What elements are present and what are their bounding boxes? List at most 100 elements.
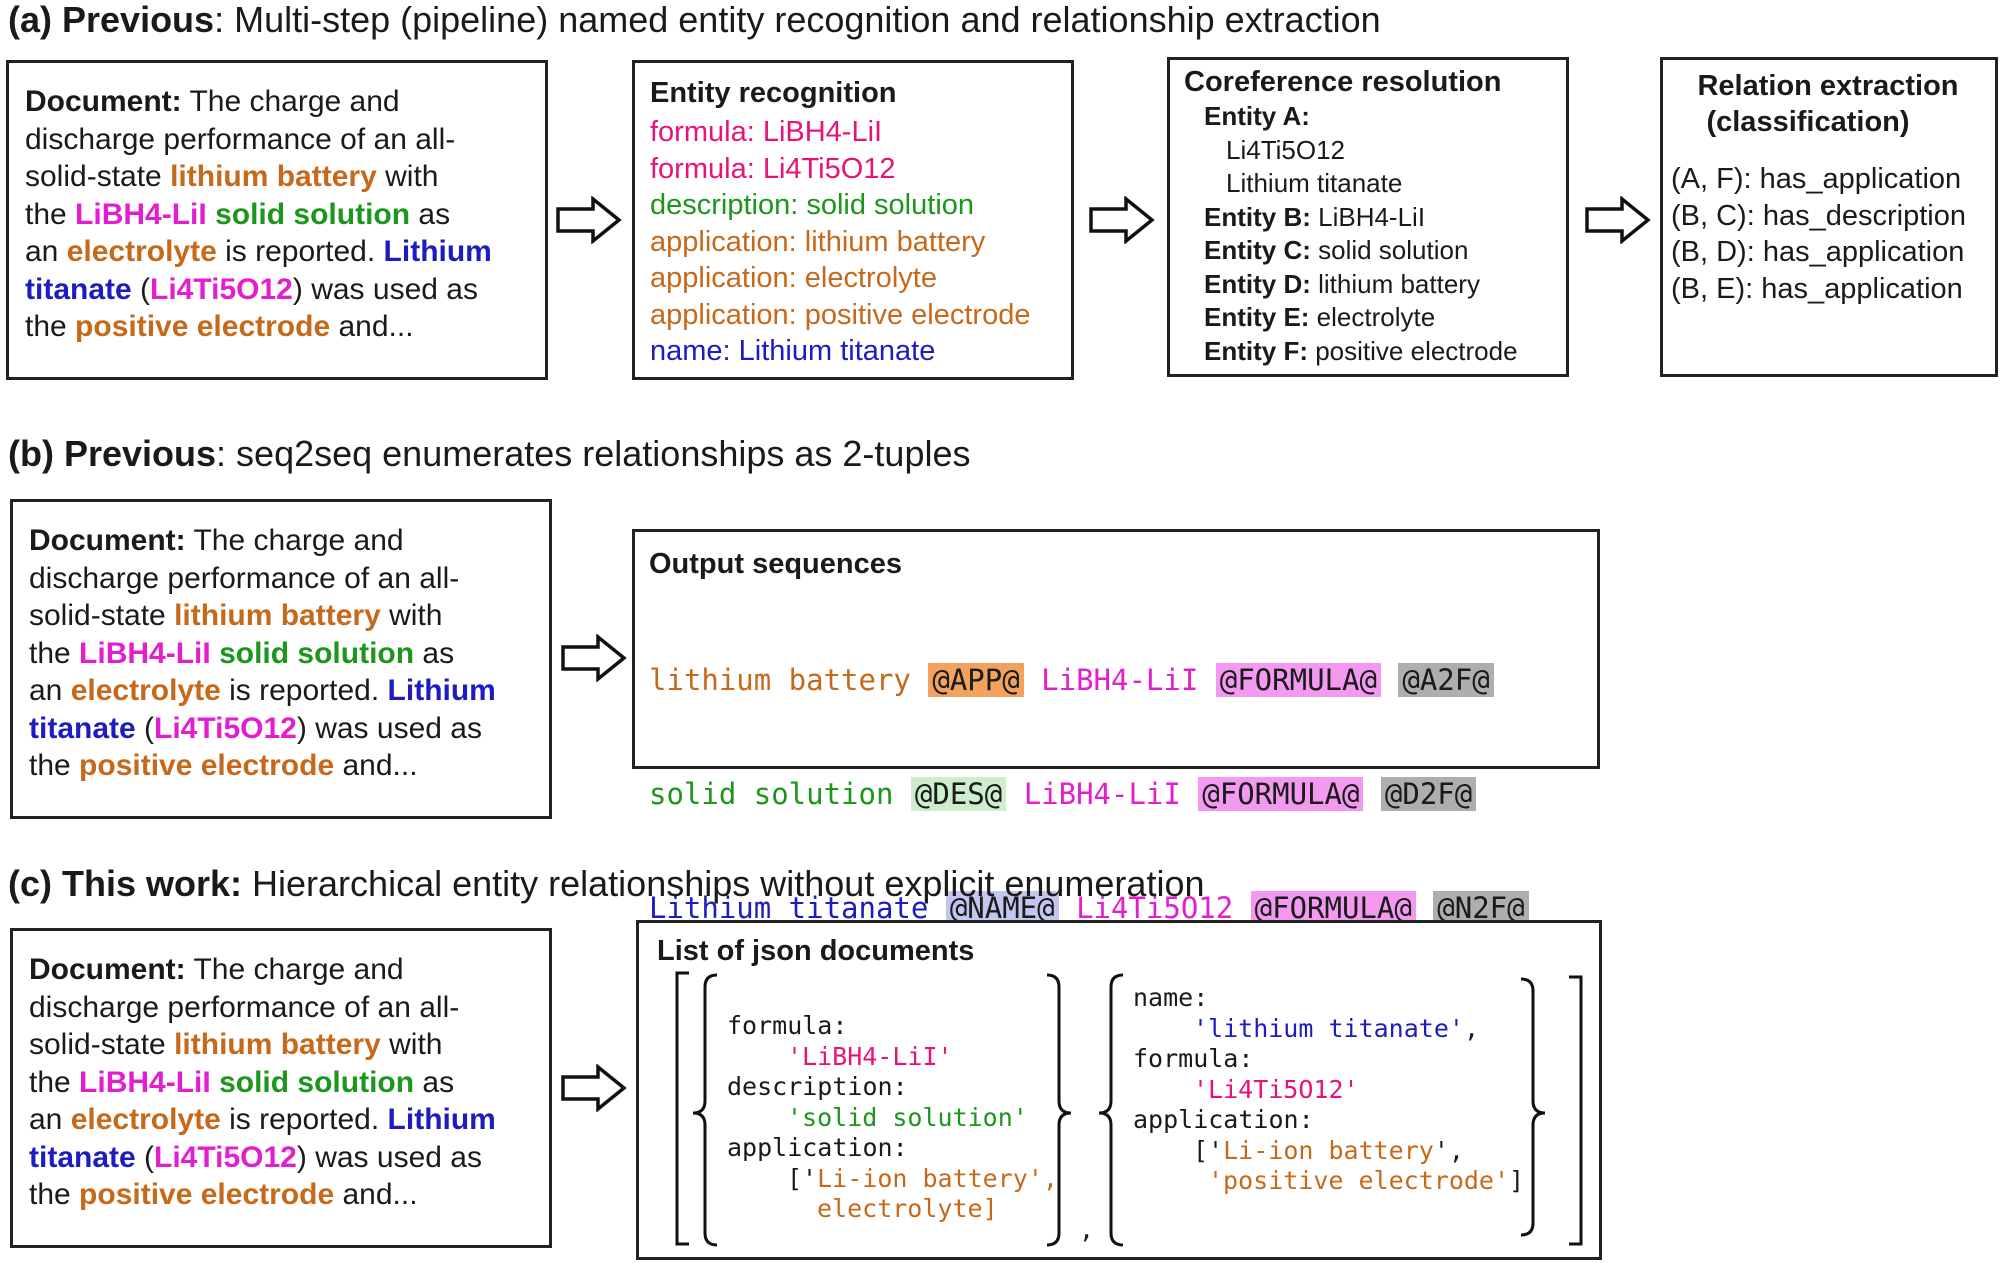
relation-item: (B, C): has_description bbox=[1671, 199, 1966, 232]
ner-item: formula: LiBH4-LiI bbox=[650, 116, 883, 148]
doc-text: an bbox=[25, 235, 67, 268]
json-value-application: Li-ion battery bbox=[817, 1163, 1028, 1193]
json-list-comma: , bbox=[1079, 1215, 1095, 1244]
entity-formula: Li4Ti5O12 bbox=[154, 1140, 297, 1174]
doc-text: the bbox=[29, 636, 80, 670]
doc-text: is reported. bbox=[220, 674, 388, 707]
seq-entity: Li4Ti5O12 bbox=[1076, 891, 1234, 925]
entity-name: titanate bbox=[29, 1140, 136, 1174]
doc-text: the bbox=[29, 1065, 80, 1099]
panel-a-label: (a) Previous bbox=[8, 0, 215, 40]
doc-text: ) was used as bbox=[292, 272, 478, 306]
doc-text bbox=[211, 637, 219, 670]
doc-text bbox=[207, 198, 215, 231]
entity-a-value: Lithium titanate bbox=[1226, 168, 1403, 198]
panel-b-label: (b) Previous bbox=[8, 433, 217, 474]
relation-extraction-box: Relation extraction (classification) (A,… bbox=[1660, 57, 1998, 377]
entity-name: titanate bbox=[25, 272, 132, 306]
doc-text: The charge and bbox=[181, 85, 400, 118]
json-value-description: 'solid solution' bbox=[787, 1102, 1028, 1132]
doc-text: The charge and bbox=[185, 953, 404, 986]
entity-value: solid solution bbox=[1310, 235, 1469, 265]
doc-text: with bbox=[380, 599, 443, 632]
sequence-row: solid solution @DES@ LiBH4-LiI @FORMULA@… bbox=[649, 775, 1597, 813]
entity-formula: LiBH4-LiI bbox=[75, 197, 207, 231]
doc-text: with bbox=[380, 1028, 443, 1061]
coreference-title: Coreference resolution bbox=[1184, 66, 1502, 98]
json-punct: ', bbox=[1027, 1163, 1058, 1193]
json-key: formula: bbox=[727, 1011, 848, 1040]
doc-text: is reported. bbox=[220, 1103, 388, 1136]
relation-extraction-title: Relation extraction bbox=[1697, 70, 1959, 102]
doc-text: discharge performance of an all- bbox=[29, 561, 460, 595]
json-punct: , bbox=[1463, 1013, 1479, 1043]
entity-value: positive electrode bbox=[1308, 335, 1518, 366]
right-arrow-icon bbox=[561, 634, 627, 682]
entity-name: Lithium bbox=[383, 235, 492, 268]
doc-text: the bbox=[25, 197, 76, 231]
entity-application: lithium battery bbox=[174, 599, 381, 632]
seq-entity: LiBH4-LiI bbox=[1041, 663, 1199, 697]
json-punct: ', bbox=[1433, 1135, 1464, 1165]
json-documents-box: List of json documents formula:'LiBH4-Li… bbox=[636, 920, 1602, 1260]
seq-tag: @FORMULA@ bbox=[1250, 891, 1416, 925]
entity-name: Lithium bbox=[387, 1103, 496, 1136]
panel-b-title: : seq2seq enumerates relationships as 2-… bbox=[216, 433, 971, 474]
json-value-application: 'positive electrode' bbox=[1208, 1166, 1510, 1195]
doc-text: ) was used as bbox=[296, 711, 482, 745]
seq-tag: @NAME@ bbox=[945, 891, 1059, 925]
json-key: description: bbox=[727, 1072, 908, 1101]
entity-application: lithium battery bbox=[174, 1028, 381, 1061]
seq-tag: @DES@ bbox=[910, 777, 1007, 811]
output-sequences-box: Output sequences lithium battery @APP@ L… bbox=[632, 529, 1600, 1039]
ner-item: formula: Li4Ti5O12 bbox=[650, 152, 896, 185]
seq-entity: solid solution bbox=[649, 777, 894, 811]
json-punct: [' bbox=[1193, 1135, 1224, 1165]
entity-label: Entity B: bbox=[1204, 201, 1311, 232]
doc-text: discharge performance of an all- bbox=[25, 122, 456, 156]
doc-text: solid-state bbox=[25, 160, 171, 193]
doc-text: and... bbox=[334, 1178, 418, 1211]
seq-relation-tag: @A2F@ bbox=[1398, 663, 1494, 697]
json-object-1: formula:'LiBH4-LiI'description:'solid so… bbox=[727, 1011, 1058, 1225]
json-value-name: 'lithium titanate' bbox=[1193, 1013, 1464, 1043]
entity-recognition-box: Entity recognition formula: LiBH4-LiI fo… bbox=[632, 60, 1074, 380]
document-key: Document: bbox=[29, 953, 186, 986]
entity-label: Entity E: bbox=[1204, 302, 1310, 332]
entity-label: Entity D: bbox=[1204, 268, 1311, 299]
entity-formula: Li4Ti5O12 bbox=[150, 272, 293, 306]
doc-text: and... bbox=[330, 310, 414, 343]
json-punct: ] bbox=[1509, 1166, 1525, 1195]
panel-a-heading: (a) Previous: Multi-step (pipeline) name… bbox=[8, 0, 1381, 40]
entity-description: solid solution bbox=[219, 1065, 415, 1099]
entity-name: Lithium bbox=[387, 674, 496, 707]
panel-b-heading: (b) Previous: seq2seq enumerates relatio… bbox=[8, 434, 970, 474]
seq-entity: lithium battery bbox=[649, 663, 911, 697]
doc-text: ( bbox=[135, 1140, 155, 1174]
seq-relation-tag: @D2F@ bbox=[1380, 777, 1477, 811]
json-documents-title: List of json documents bbox=[657, 935, 975, 967]
doc-text: discharge performance of an all- bbox=[29, 990, 460, 1024]
doc-text: with bbox=[376, 160, 439, 193]
seq-tag: @FORMULA@ bbox=[1198, 777, 1364, 811]
ner-item: application: electrolyte bbox=[650, 262, 937, 294]
doc-text: is reported. bbox=[216, 235, 384, 268]
json-value-formula: 'LiBH4-LiI' bbox=[787, 1041, 953, 1071]
json-key: application: bbox=[1133, 1105, 1314, 1134]
entity-application: positive electrode bbox=[75, 310, 331, 343]
relation-extraction-subtitle: (classification) bbox=[1706, 106, 1910, 138]
entity-label: Entity F: bbox=[1204, 335, 1308, 366]
panel-c-heading: (c) This work: Hierarchical entity relat… bbox=[8, 864, 1205, 904]
ner-item: description: solid solution bbox=[650, 189, 975, 221]
json-key: formula: bbox=[1133, 1044, 1254, 1073]
ner-item: application: lithium battery bbox=[650, 225, 986, 258]
doc-text: as bbox=[414, 636, 455, 670]
seq-tag: @APP@ bbox=[928, 663, 1024, 697]
entity-application: positive electrode bbox=[79, 749, 335, 782]
json-key: name: bbox=[1133, 983, 1209, 1012]
entity-value: LiBH4-LiI bbox=[1310, 201, 1426, 232]
json-value-formula: 'Li4Ti5O12' bbox=[1193, 1074, 1359, 1104]
entity-application: positive electrode bbox=[79, 1178, 335, 1211]
relation-item: (A, F): has_application bbox=[1671, 163, 1962, 195]
panel-c-label: (c) This work: bbox=[8, 863, 243, 904]
